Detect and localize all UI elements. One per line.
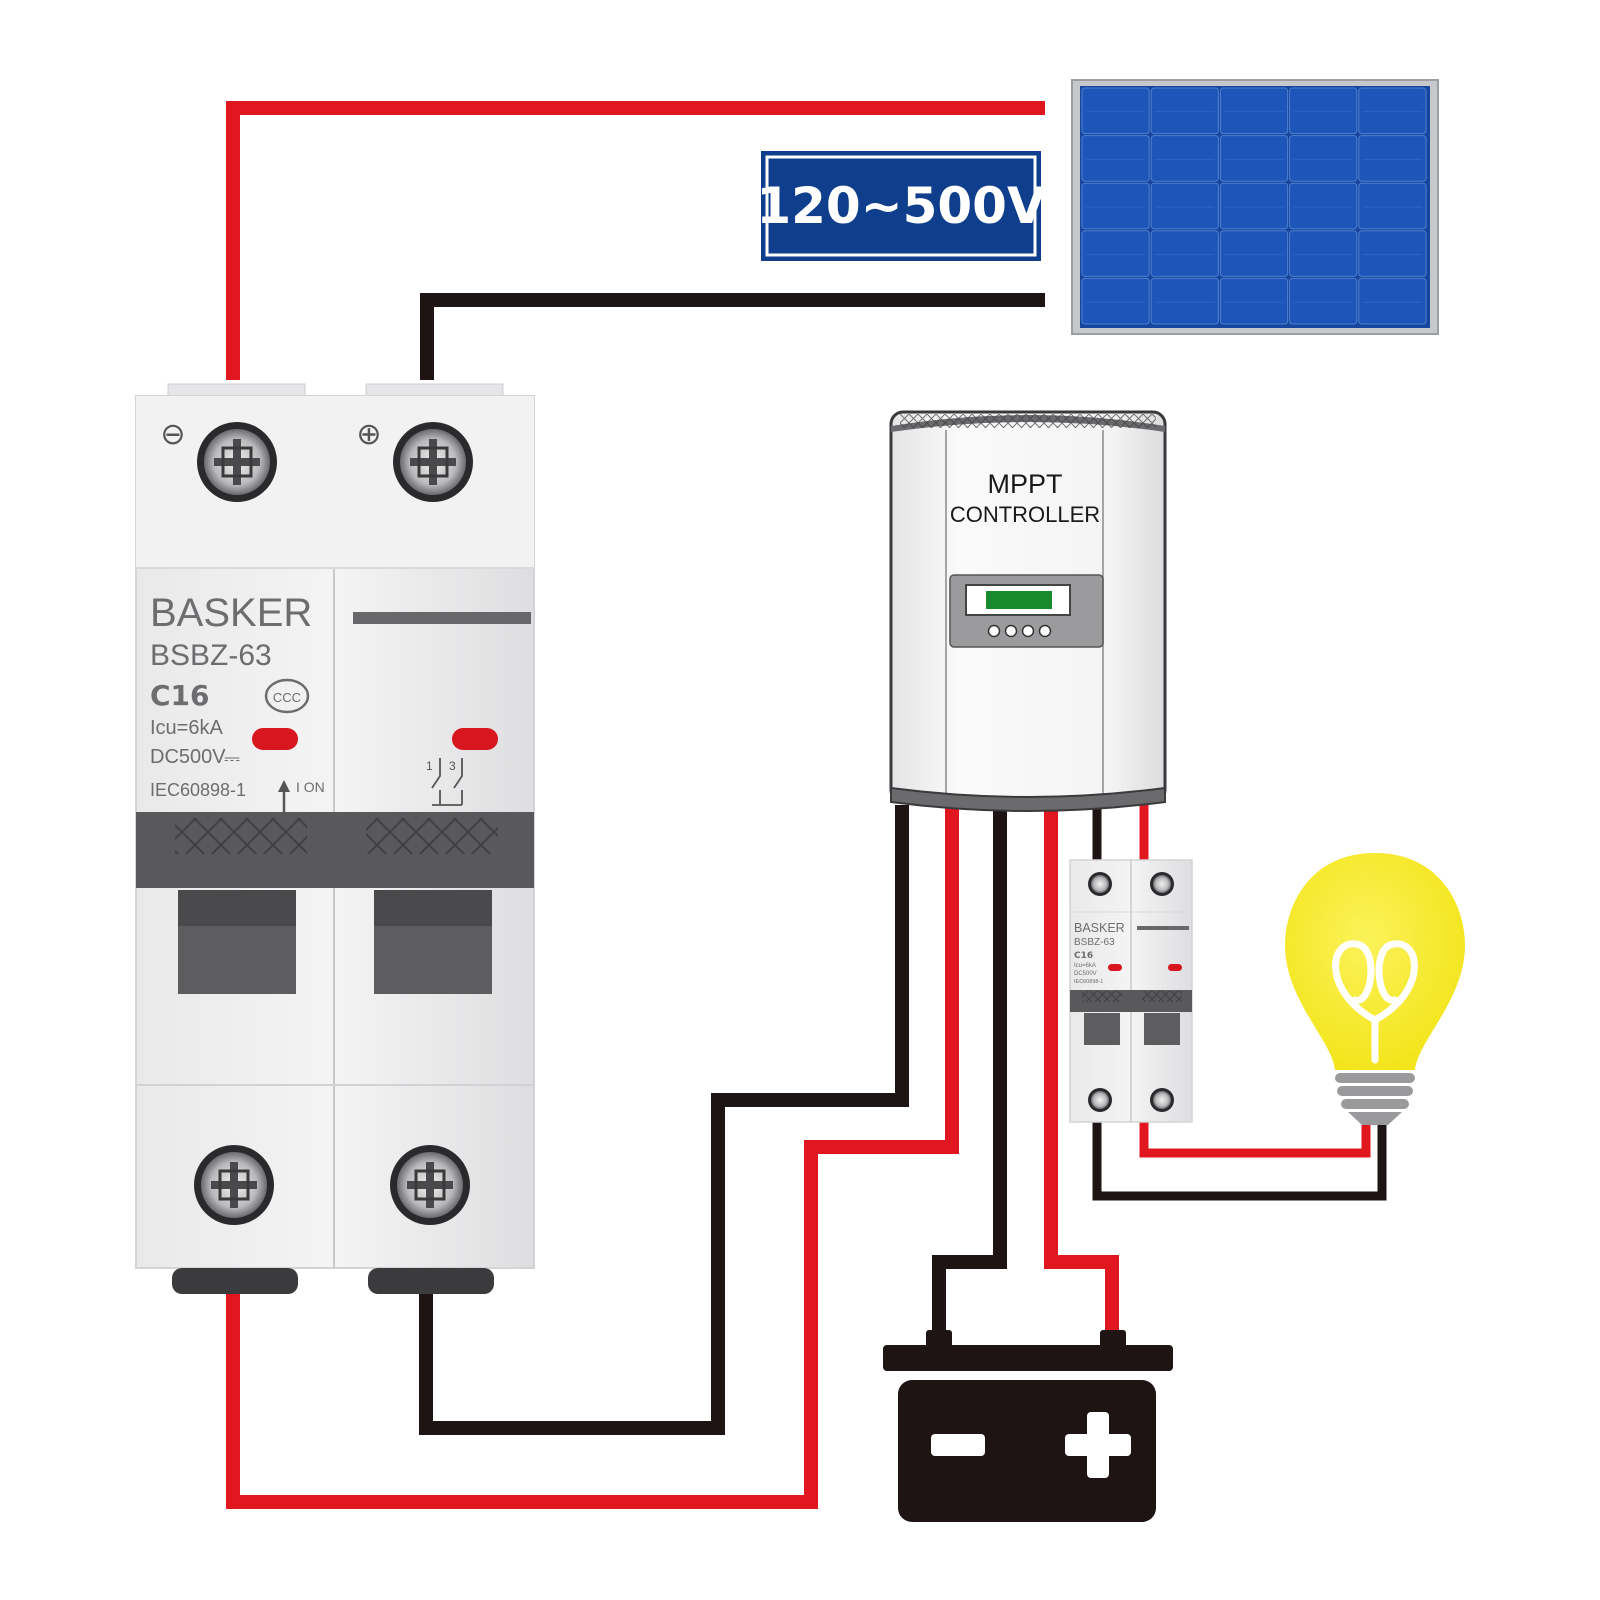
wire-panel-red <box>226 101 1045 380</box>
ccc-mark-icon: CCC <box>264 678 310 714</box>
status-indicator-left <box>252 728 298 750</box>
controller-button-3[interactable] <box>1021 624 1035 638</box>
terminal-number-3: 3 <box>449 759 456 773</box>
solar-cell <box>1219 135 1289 182</box>
wire-controller-black-to-battery <box>932 805 1007 1340</box>
mppt-controller-icon: MPPT CONTROLLER <box>889 410 1167 812</box>
terminal-number-1: 1 <box>426 759 433 773</box>
on-label: I ON <box>296 779 325 795</box>
main-circuit-breaker: ⊖ ⊕ BASKER BSBZ-63 C16 CCC Icu=6kA DC500… <box>135 383 535 1294</box>
wire-small-breaker-red-to-bulb <box>1139 1120 1371 1158</box>
switch-symbol-icon <box>431 758 463 806</box>
wire-panel-black <box>420 293 1045 380</box>
wire-breaker-red-to-controller <box>226 805 959 1509</box>
solar-cells <box>1081 87 1427 325</box>
controller-title: MPPT <box>987 469 1062 499</box>
small-toggle-right[interactable] <box>1144 1013 1180 1045</box>
screw-terminal-top-left <box>197 422 277 502</box>
solar-cell <box>1219 230 1289 277</box>
small-breaker-model: BSBZ-63 <box>1074 937 1115 948</box>
status-indicator-right <box>452 728 498 750</box>
controller-button-4[interactable] <box>1038 624 1052 638</box>
dc-symbol-icon: ⎓ <box>224 748 240 770</box>
controller-button-2[interactable] <box>1004 624 1018 638</box>
screw-terminal-bottom-right <box>390 1145 470 1225</box>
controller-subtitle: CONTROLLER <box>950 502 1100 527</box>
bulb-filament <box>1332 940 1418 1064</box>
wire-breaker-black-to-controller <box>419 805 909 1435</box>
solar-cell <box>1081 182 1150 230</box>
controller-display <box>986 591 1052 609</box>
solar-cell <box>1289 135 1358 182</box>
solar-cell <box>1219 277 1289 325</box>
solar-cell <box>1358 230 1427 277</box>
solar-cell <box>1289 182 1358 230</box>
polarity-minus-icon: ⊖ <box>160 418 185 451</box>
screw-terminal-bottom-left <box>194 1145 274 1225</box>
polarity-plus-icon: ⊕ <box>356 418 381 451</box>
voltage-badge: 120~500V <box>756 151 1046 261</box>
small-breaker-standard: IEC60898-1 <box>1074 979 1103 985</box>
small-breaker-icu: Icu=6kA <box>1074 963 1096 969</box>
solar-cell <box>1150 182 1219 230</box>
small-circuit-breaker: BASKER BSBZ-63 C16 Icu=6kA DC500V IEC608… <box>1069 859 1193 1123</box>
small-status-indicator-right <box>1168 964 1182 971</box>
wire-small-breaker-black-to-bulb <box>1092 1120 1387 1201</box>
solar-cell <box>1150 87 1219 135</box>
solar-cell <box>1081 230 1150 277</box>
solar-cell <box>1358 277 1427 325</box>
solar-cell <box>1358 182 1427 230</box>
controller-button-1[interactable] <box>987 624 1001 638</box>
solar-cell <box>1219 87 1289 135</box>
breaker-model: BSBZ-63 <box>150 639 272 672</box>
solar-cell <box>1081 277 1150 325</box>
battery-plus-icon <box>1065 1412 1131 1478</box>
solar-cell <box>1358 135 1427 182</box>
solar-cell <box>1289 277 1358 325</box>
label-stripe <box>353 612 531 624</box>
breaker-standard: IEC60898-1 <box>150 780 246 800</box>
wires <box>226 101 1387 1509</box>
solar-cell <box>1081 87 1150 135</box>
small-breaker-brand: BASKER <box>1074 921 1125 935</box>
battery-minus-icon <box>931 1434 985 1456</box>
small-breaker-rating: C16 <box>1074 951 1093 961</box>
small-toggle-left[interactable] <box>1084 1013 1120 1045</box>
small-breaker-dc-rating: DC500V <box>1074 971 1097 977</box>
svg-text:CCC: CCC <box>273 690 301 705</box>
solar-cell <box>1289 87 1358 135</box>
breaker-icu: Icu=6kA <box>150 717 223 739</box>
solar-cell <box>1150 230 1219 277</box>
solar-cell <box>1081 135 1150 182</box>
solar-cell <box>1289 230 1358 277</box>
battery-icon <box>883 1330 1173 1522</box>
solar-cell <box>1358 87 1427 135</box>
solar-cell <box>1150 277 1219 325</box>
breaker-dc-rating: DC500V <box>150 746 226 768</box>
breaker-brand: BASKER <box>150 591 312 635</box>
voltage-label: 120~500V <box>756 177 1046 235</box>
solar-cell <box>1150 135 1219 182</box>
solar-panel-icon <box>1071 79 1439 335</box>
wire-controller-red-to-battery <box>1044 805 1119 1340</box>
breaker-rating: C16 <box>150 679 210 712</box>
screw-terminal-top-right <box>393 422 473 502</box>
light-bulb-icon <box>1285 853 1465 1125</box>
small-status-indicator-left <box>1108 964 1122 971</box>
solar-cell <box>1219 182 1289 230</box>
